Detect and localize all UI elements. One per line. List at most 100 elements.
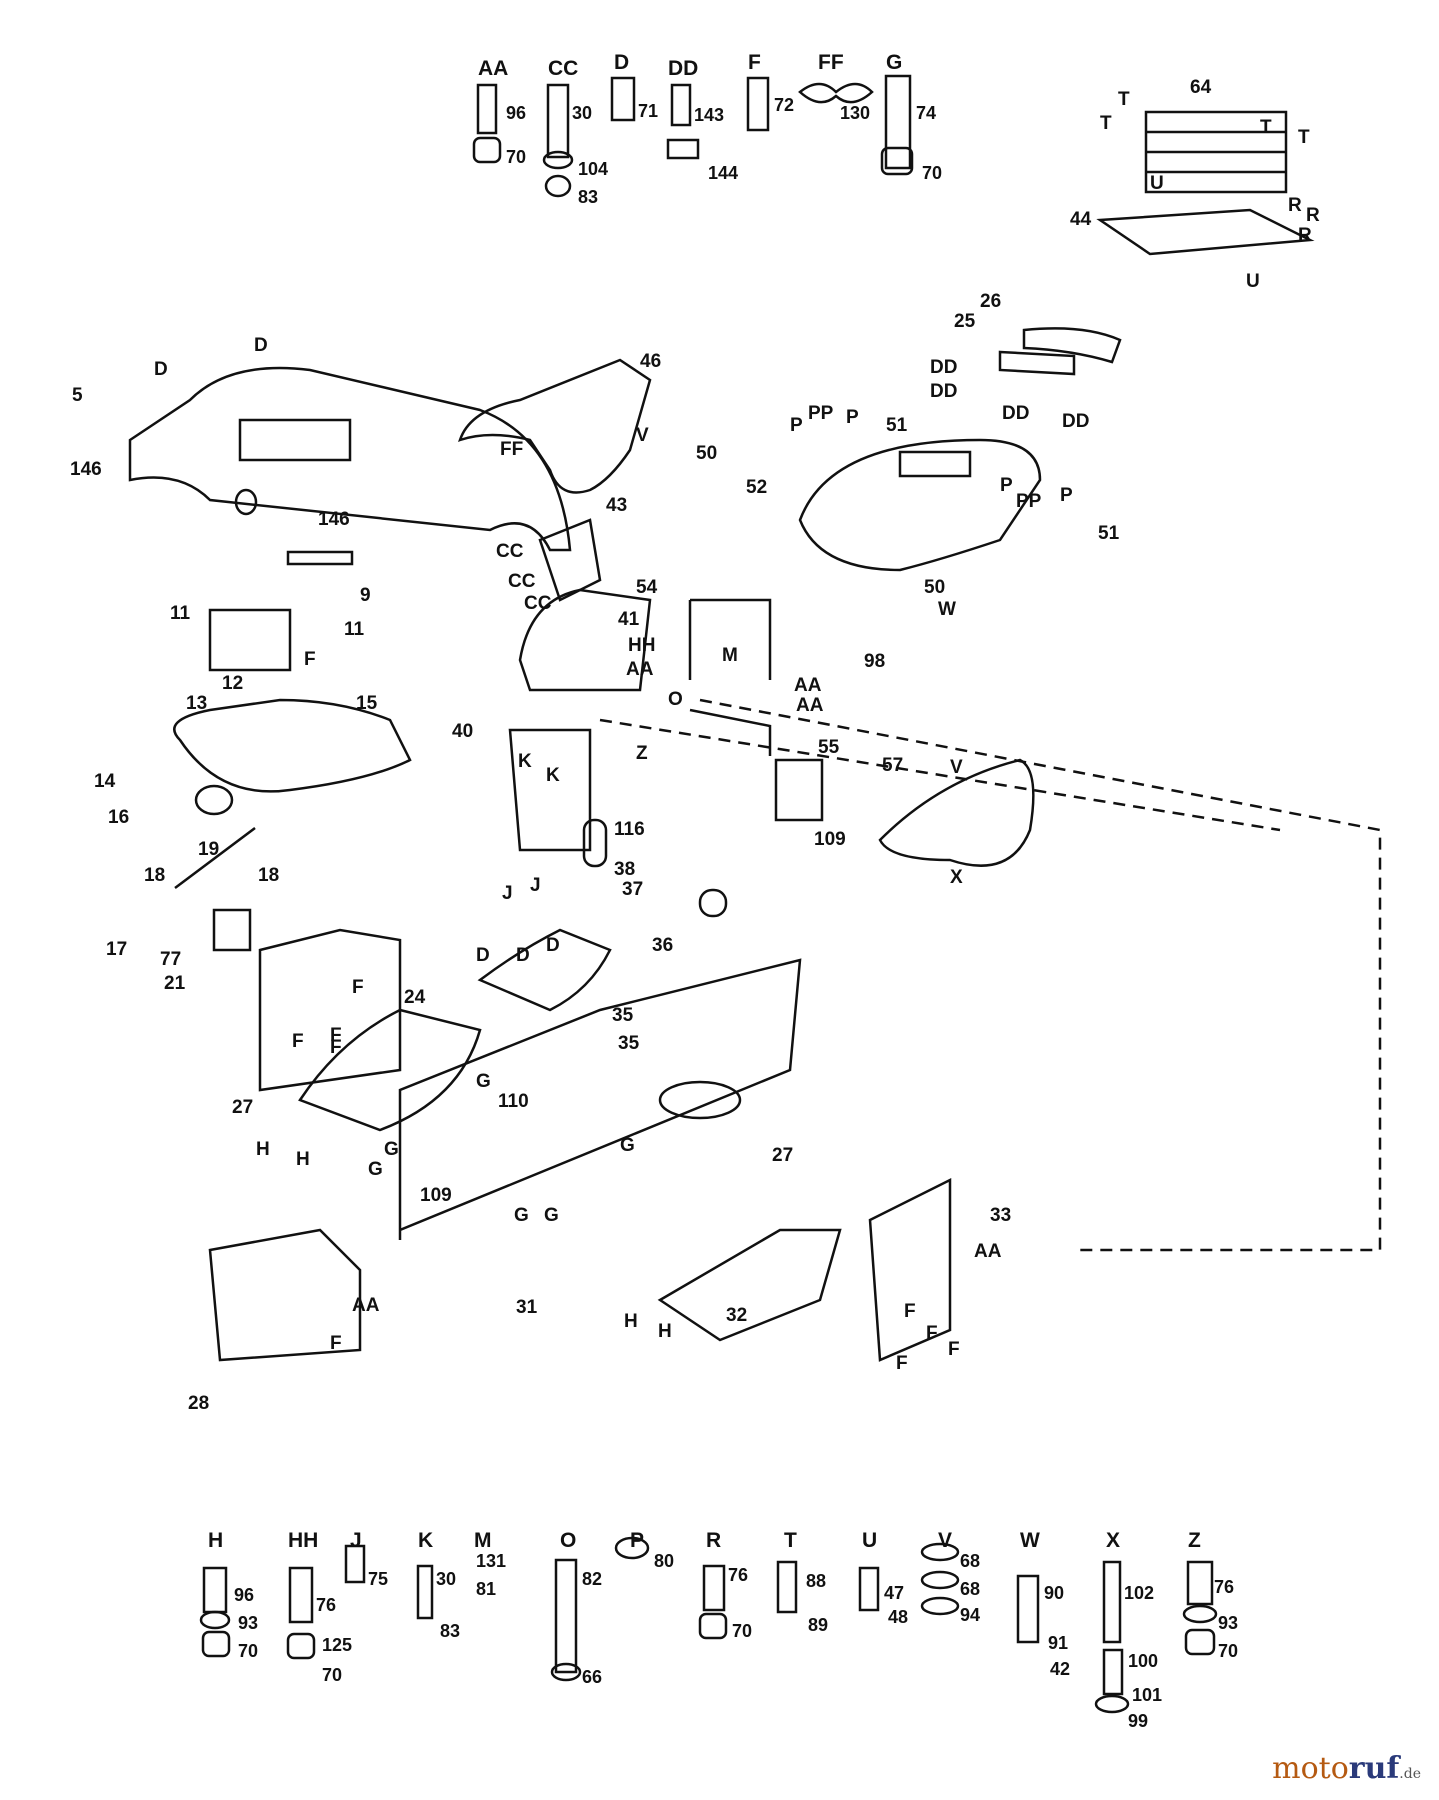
hardware-code-w: W — [1020, 1529, 1040, 1552]
part-number-80: 80 — [654, 1551, 675, 1571]
strip-9 — [286, 550, 354, 566]
hardware-code-o: O — [560, 1529, 577, 1552]
part-number-74: 74 — [916, 103, 937, 123]
callout-33: 33 — [990, 1205, 1012, 1226]
part-number-83: 83 — [440, 1621, 461, 1641]
part-number-30: 30 — [572, 103, 593, 123]
part-number-68: 68 — [960, 1551, 981, 1571]
part-number-101: 101 — [1132, 1685, 1163, 1705]
part-number-100: 100 — [1128, 1651, 1159, 1671]
bolt-dd — [670, 83, 692, 127]
part-number-88: 88 — [806, 1571, 827, 1591]
callout-f: F — [896, 1353, 908, 1374]
callout-x: X — [950, 867, 963, 888]
callout-pp: PP — [1016, 491, 1042, 512]
callout-26: 26 — [980, 291, 1002, 312]
callout-f: F — [904, 1301, 916, 1322]
part-number-47: 47 — [884, 1583, 905, 1603]
callout-f: F — [330, 1037, 342, 1058]
watermark-brand-a: moto — [1272, 1751, 1349, 1786]
callout-k: K — [546, 765, 560, 786]
callout-16: 16 — [108, 807, 130, 828]
callout-dd: DD — [930, 381, 958, 402]
part-number-82: 82 — [582, 1569, 603, 1589]
part-number-130: 130 — [840, 103, 871, 123]
bolt-j — [344, 1544, 366, 1584]
callout-t: T — [1118, 89, 1130, 110]
callout-37: 37 — [622, 879, 644, 900]
hardware-code-j: J — [350, 1529, 362, 1552]
console-41 — [518, 588, 652, 692]
bolt-d — [610, 76, 636, 122]
block-77 — [212, 908, 252, 952]
part-number-70: 70 — [732, 1621, 753, 1641]
callout-11: 11 — [344, 619, 365, 640]
callout-f: F — [304, 649, 316, 670]
callout-28: 28 — [188, 1393, 210, 1414]
callout-54: 54 — [636, 577, 658, 598]
callout-27: 27 — [772, 1145, 794, 1166]
callout-43: 43 — [606, 495, 628, 516]
callout-32: 32 — [726, 1305, 748, 1326]
part-number-66: 66 — [582, 1667, 603, 1687]
part-number-102: 102 — [1124, 1583, 1155, 1603]
hardware-code-x: X — [1106, 1529, 1121, 1552]
bracket-12 — [208, 608, 292, 672]
nut-cc — [544, 174, 572, 198]
callout-d: D — [154, 359, 168, 380]
callout-z: Z — [636, 743, 648, 764]
bracket-109 — [774, 758, 824, 822]
callout-cc: CC — [524, 593, 552, 614]
callout-j: J — [502, 883, 513, 904]
callout-110: 110 — [498, 1091, 529, 1112]
part-number-91: 91 — [1048, 1633, 1069, 1653]
hardware-code-v: V — [938, 1529, 953, 1552]
callout-5: 5 — [72, 385, 83, 406]
washer-v — [920, 1542, 960, 1562]
part-number-93: 93 — [1218, 1613, 1239, 1633]
callout-p: P — [1060, 485, 1073, 506]
callout-31: 31 — [516, 1297, 538, 1318]
callout-u: U — [1246, 271, 1260, 292]
callout-146: 146 — [318, 509, 350, 530]
hardware-code-k: K — [418, 1529, 434, 1552]
callout-f: F — [330, 1333, 342, 1354]
callout-t: T — [1100, 113, 1112, 134]
hood-52 — [798, 438, 1042, 572]
part-number-143: 143 — [694, 105, 725, 125]
callout-t: T — [1260, 117, 1272, 138]
bolt-w — [1016, 1574, 1040, 1644]
bolt-x — [1102, 1560, 1122, 1644]
hardware-code-g: G — [886, 51, 903, 74]
callout-15: 15 — [356, 693, 378, 714]
part-number-70: 70 — [1218, 1641, 1239, 1661]
part-number-70: 70 — [922, 163, 943, 183]
panel-26 — [1022, 327, 1122, 364]
callout-52: 52 — [746, 477, 768, 498]
bolt-cc — [546, 83, 570, 159]
nut-g — [880, 146, 914, 176]
hardware-code-r: R — [706, 1529, 722, 1552]
callout-cc: CC — [508, 571, 536, 592]
cylinder-116 — [582, 818, 608, 868]
callout-v: V — [950, 757, 963, 778]
callout-g: G — [476, 1071, 491, 1092]
hardware-code-m: M — [474, 1529, 492, 1552]
part-number-30: 30 — [436, 1569, 457, 1589]
callout-17: 17 — [106, 939, 128, 960]
bolt-h — [202, 1566, 228, 1614]
callout-aa: AA — [794, 675, 822, 696]
bolt-g — [884, 74, 912, 170]
part-number-93: 93 — [238, 1613, 259, 1633]
part-number-94: 94 — [960, 1605, 981, 1625]
callout-40: 40 — [452, 721, 474, 742]
knob-36 — [698, 888, 728, 918]
callout-24: 24 — [404, 987, 426, 1008]
hardware-code-cc: CC — [548, 57, 579, 80]
bolt-r — [702, 1564, 726, 1612]
callout-18: 18 — [144, 865, 166, 886]
callout-r: R — [1306, 205, 1320, 226]
callout-dd: DD — [1002, 403, 1030, 424]
callout-k: K — [518, 751, 532, 772]
callout-w: W — [938, 599, 956, 620]
